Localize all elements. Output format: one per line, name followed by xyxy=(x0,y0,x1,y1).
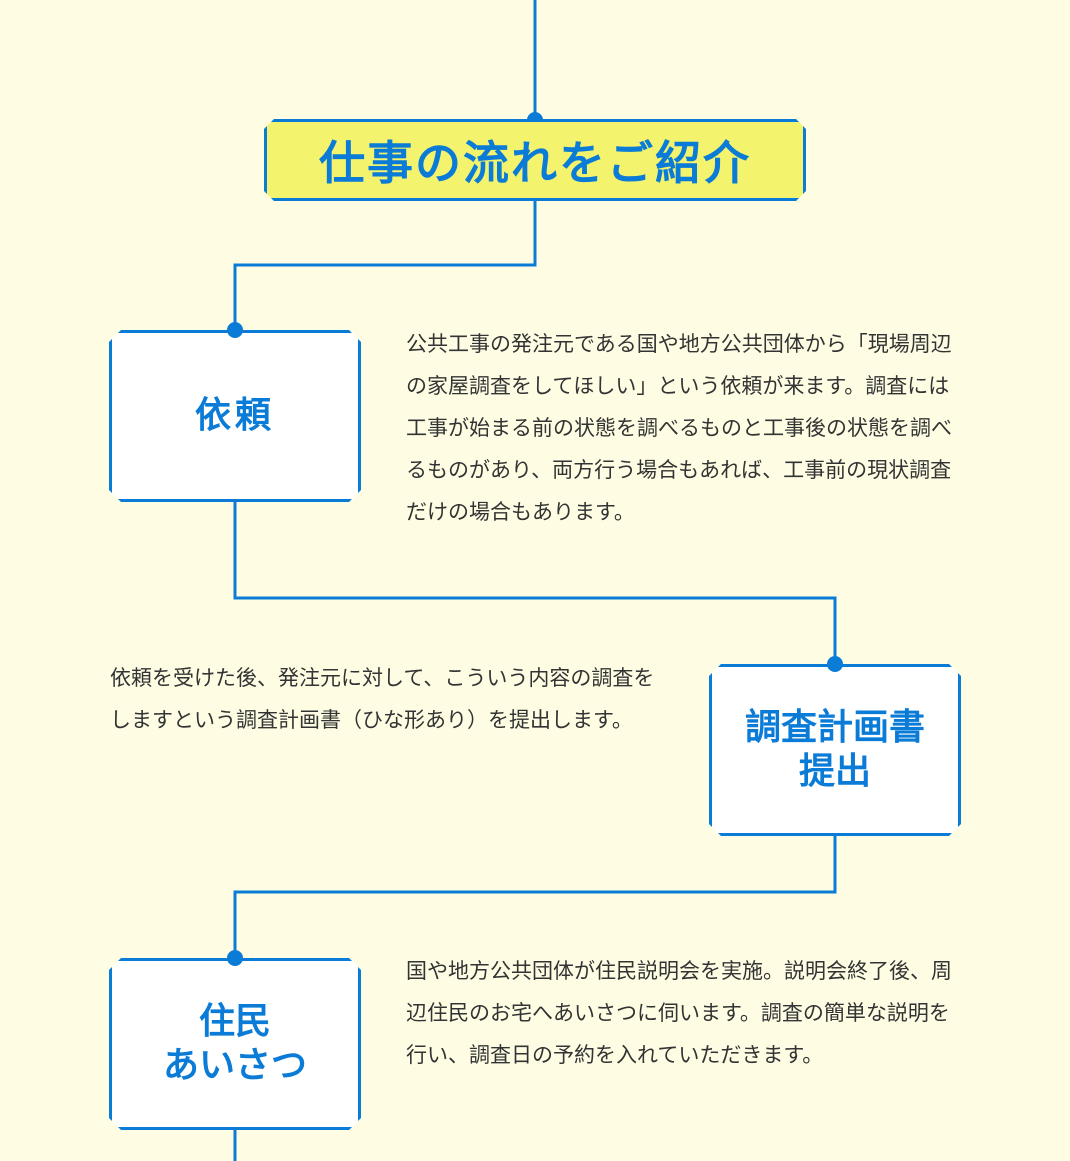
connector-dot-step2 xyxy=(827,656,843,672)
connector-dot-step3 xyxy=(227,950,243,966)
step-label-plan-line1: 調査計画書 xyxy=(744,707,925,749)
step-box-greeting: 住民 あいさつ xyxy=(109,958,361,1130)
section-title-box: 仕事の流れをご紹介 xyxy=(264,119,806,201)
step-description-request: 公共工事の発注元である国や地方公共団体から「現場周辺の家屋調査をしてほしい」とい… xyxy=(406,332,952,524)
section-title: 仕事の流れをご紹介 xyxy=(319,136,751,190)
step-label-plan-line2: 提出 xyxy=(798,751,871,792)
connector-step1-to-step2 xyxy=(233,500,837,664)
step-label-greeting-line2: あいさつ xyxy=(162,1045,307,1086)
step-description-plan: 依頼を受けた後、発注元に対して、こういう内容の調査をしますという調査計画書（ひな… xyxy=(110,666,655,732)
connector-step2-to-step3 xyxy=(233,834,837,958)
connector-dot-step1 xyxy=(227,322,243,338)
step-label-greeting-line1: 住民 xyxy=(198,1001,271,1043)
connector-title-to-step1 xyxy=(233,201,537,330)
step-box-plan: 調査計画書 提出 xyxy=(709,664,961,836)
step-description-greeting: 国や地方公共団体が住民説明会を実施。説明会終了後、周辺住民のお宅へあいさつに伺い… xyxy=(406,959,952,1067)
step-box-request: 依頼 xyxy=(109,330,361,502)
step-label-request: 依頼 xyxy=(194,395,275,437)
